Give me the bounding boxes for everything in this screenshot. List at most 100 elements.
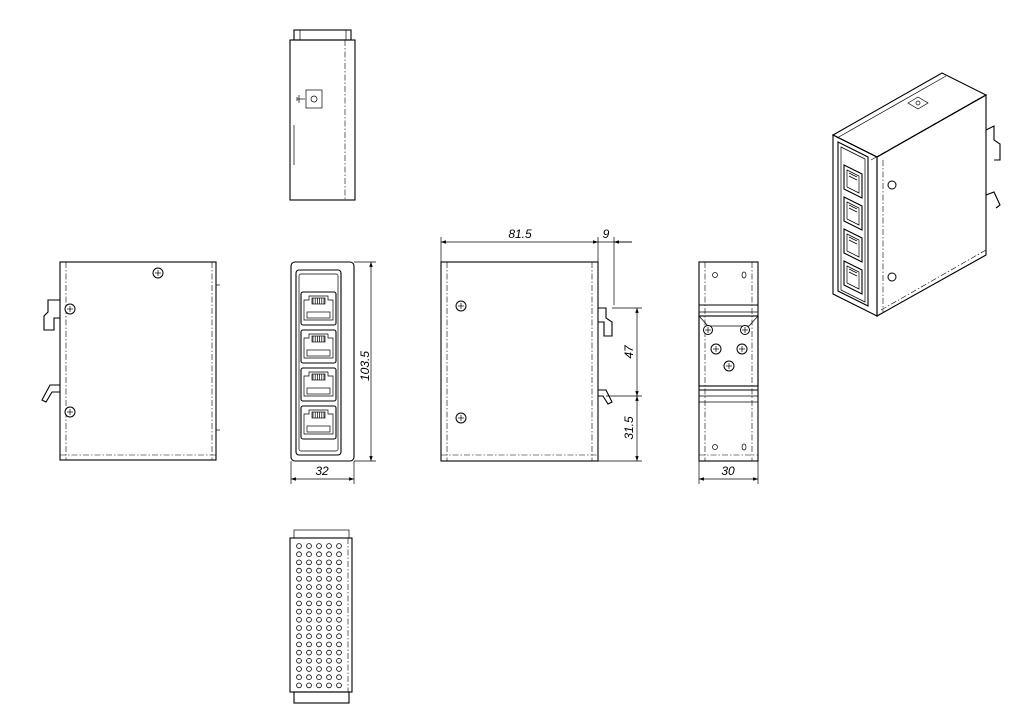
- right-side-view: [440, 261, 613, 462]
- vent-hole: [316, 674, 322, 680]
- vent-hole: [296, 633, 302, 639]
- dim-length-label: 81.5: [508, 227, 532, 241]
- dim-width-front-label: 32: [315, 464, 329, 478]
- ventilation-grid: [296, 543, 342, 689]
- vent-hole: [296, 682, 302, 689]
- screw-icon: [455, 300, 467, 312]
- vent-hole: [326, 608, 332, 615]
- vent-hole: [336, 674, 342, 680]
- vent-hole: [336, 649, 342, 656]
- screw-icon: [740, 325, 750, 335]
- screw-icon: [723, 360, 735, 372]
- screw-icon: [703, 325, 713, 335]
- vent-hole: [306, 608, 312, 615]
- vent-hole: [296, 666, 302, 672]
- vent-hole: [296, 567, 302, 574]
- vent-hole: [306, 666, 312, 672]
- vent-hole: [326, 559, 332, 566]
- dim-rail-lower-label: 31.5: [622, 416, 636, 440]
- dimension-din-offset: 9: [598, 227, 632, 305]
- rj45-port-icon: [843, 164, 863, 199]
- vent-hole: [326, 641, 332, 648]
- vent-hole: [326, 657, 332, 664]
- vent-hole: [326, 584, 332, 590]
- screw-icon: [64, 303, 76, 315]
- vent-hole: [326, 633, 332, 639]
- vent-hole: [296, 600, 302, 607]
- vent-hole: [336, 543, 342, 549]
- vent-hole: [326, 616, 332, 623]
- rj45-port-icon: [843, 228, 863, 263]
- isometric-view: [831, 72, 1001, 317]
- vent-hole: [296, 674, 302, 680]
- rear-view: [698, 261, 759, 462]
- vent-hole: [306, 575, 312, 582]
- vent-hole: [316, 616, 322, 623]
- left-side-view: [41, 261, 220, 461]
- dimension-width-rear: 30: [698, 461, 759, 484]
- vent-hole: [306, 600, 312, 607]
- dimension-rail-lower: 31.5: [598, 396, 642, 462]
- screw-icon: [887, 272, 897, 282]
- vent-hole: [326, 592, 332, 598]
- vent-hole: [306, 633, 312, 639]
- vent-hole: [296, 641, 302, 648]
- vent-hole: [336, 616, 342, 623]
- vent-hole: [296, 575, 302, 582]
- vent-hole: [296, 543, 302, 549]
- dimension-height: 103.5: [354, 261, 376, 462]
- vent-hole: [316, 649, 322, 656]
- rj45-port-icon: [843, 260, 863, 295]
- rj45-port-icon: [300, 367, 337, 402]
- vent-hole: [316, 584, 322, 590]
- vent-hole: [316, 592, 322, 598]
- vent-hole: [326, 674, 332, 680]
- screw-icon: [736, 343, 748, 355]
- vent-hole: [306, 682, 312, 689]
- dimension-width-front: 32: [290, 461, 355, 484]
- rj45-port-icon: [843, 196, 863, 231]
- vent-hole: [336, 600, 342, 607]
- dim-height-label: 103.5: [358, 351, 372, 381]
- screw-icon: [887, 180, 897, 190]
- vent-hole: [296, 608, 302, 615]
- vent-hole: [316, 666, 322, 672]
- vent-hole: [296, 592, 302, 598]
- vent-hole: [306, 543, 312, 549]
- vent-hole: [316, 625, 322, 631]
- bottom-view: [289, 529, 353, 704]
- vent-hole: [336, 657, 342, 664]
- vent-hole: [306, 641, 312, 648]
- vent-hole: [316, 608, 322, 615]
- vent-hole: [306, 559, 312, 566]
- vent-hole: [316, 567, 322, 574]
- vent-hole: [296, 559, 302, 566]
- vent-hole: [316, 551, 322, 557]
- vent-hole: [336, 608, 342, 615]
- screw-icon: [152, 267, 164, 279]
- vent-hole: [296, 657, 302, 664]
- screw-icon: [455, 412, 467, 424]
- vent-hole: [316, 559, 322, 566]
- screw-icon: [710, 343, 722, 355]
- vent-hole: [316, 657, 322, 664]
- vent-hole: [316, 633, 322, 639]
- din-rail-bracket: [698, 315, 759, 387]
- vent-hole: [296, 649, 302, 656]
- vent-hole: [296, 625, 302, 631]
- vent-hole: [306, 625, 312, 631]
- vent-hole: [306, 657, 312, 664]
- vent-hole: [316, 641, 322, 648]
- dimension-length: 81.5: [440, 227, 599, 262]
- vent-hole: [336, 641, 342, 648]
- dim-width-rear-label: 30: [721, 464, 735, 478]
- ground-terminal-box: [305, 89, 323, 109]
- rj45-port-group-iso: [843, 164, 863, 295]
- rj45-port-icon: [300, 329, 337, 364]
- vent-hole: [326, 551, 332, 557]
- rj45-port-icon: [300, 405, 337, 440]
- vent-hole: [336, 584, 342, 590]
- dim-din-offset-label: 9: [603, 227, 610, 241]
- vent-hole: [296, 584, 302, 590]
- din-clip-right: [598, 307, 613, 405]
